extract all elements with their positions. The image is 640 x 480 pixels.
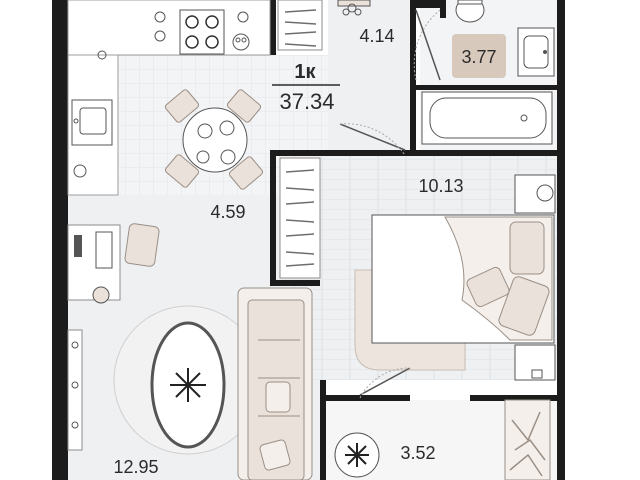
- kitchen-side-counter: [67, 54, 119, 196]
- balcony-plant: [504, 399, 551, 480]
- bathroom-area-label: 3.77: [461, 47, 496, 67]
- desk: [67, 224, 121, 304]
- desk-chair: [124, 223, 160, 267]
- bathroom-label-bg: [452, 34, 506, 78]
- walls: [52, 0, 565, 480]
- toilet: [455, 0, 485, 23]
- bathtub: [421, 91, 553, 145]
- bedside-tables: [514, 174, 556, 381]
- apartment-type-label: 1к: [294, 61, 316, 83]
- sink: [71, 99, 113, 146]
- kitchen-appliances: [232, 11, 250, 51]
- kitchen-area-label: 4.59: [210, 202, 245, 222]
- balcony-chair: [334, 432, 380, 478]
- balcony-door: [359, 367, 411, 399]
- hall-area-label: 4.14: [359, 26, 394, 46]
- coffee-table: [150, 321, 226, 449]
- bed: [371, 214, 555, 344]
- kitchen-outlets: [154, 11, 166, 42]
- stove: [179, 9, 225, 55]
- total-area-label: 37.34: [279, 89, 334, 114]
- dishwasher-knob: [73, 164, 87, 178]
- wall-unit-knobs: [71, 341, 79, 429]
- dining-table: [164, 89, 264, 190]
- kitchen-counter-top: [67, 0, 271, 56]
- bedroom-door: [339, 123, 406, 155]
- hall-plant: [337, 0, 371, 16]
- living-wall-unit: [67, 329, 83, 451]
- sofa: [237, 287, 313, 480]
- hall-wardrobe: [277, 0, 323, 51]
- washbasin: [517, 27, 555, 77]
- bedroom-wardrobe: [279, 157, 321, 279]
- balcony-area-label: 3.52: [400, 443, 435, 463]
- entry-door: [413, 9, 441, 81]
- living-area-label: 12.95: [113, 457, 158, 477]
- bedroom-area-label: 10.13: [418, 176, 463, 196]
- counter-knob: [97, 50, 107, 60]
